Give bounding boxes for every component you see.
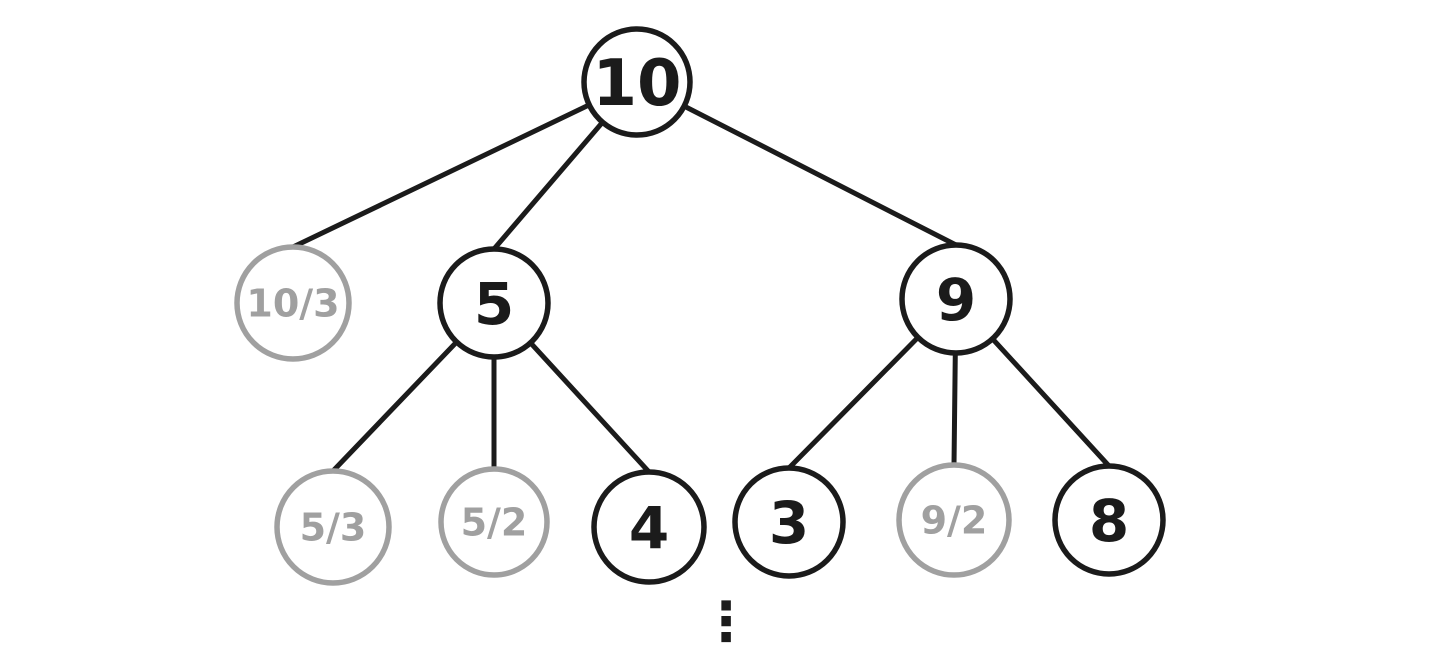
tree-node-5: 5 xyxy=(437,246,551,360)
node-circle-5-3 xyxy=(274,468,392,586)
edge-5-to-4 xyxy=(528,340,652,475)
tree-node-9: 9 xyxy=(899,242,1013,356)
node-circle-4 xyxy=(591,469,707,585)
tree-node-3: 3 xyxy=(732,465,846,579)
tree-node-8: 8 xyxy=(1052,463,1166,577)
node-label-5: 5 xyxy=(474,270,514,338)
edge-9-to-3 xyxy=(786,334,921,471)
node-label-9: 9 xyxy=(936,266,976,334)
edge-10-to-5 xyxy=(491,119,605,252)
edge-9-to-9-2 xyxy=(951,350,958,468)
node-label-10-3: 10/3 xyxy=(246,282,339,326)
node-label-9-2: 9/2 xyxy=(921,499,988,543)
node-label-5-2: 5/2 xyxy=(461,501,528,545)
continuation-ellipsis: ⋮ xyxy=(699,590,753,653)
tree-node-10: 10 xyxy=(581,26,693,138)
node-circle-10-3 xyxy=(234,244,352,362)
tree-node-9-2: 9/2 xyxy=(896,462,1012,578)
nodes-layer: 10 10/3 5 9 5/3 5/2 4 3 9/2 8 xyxy=(234,26,1166,586)
edge-10-to-9 xyxy=(681,103,959,248)
node-label-3: 3 xyxy=(769,489,809,557)
tree-node-10-3: 10/3 xyxy=(234,244,352,362)
node-circle-3 xyxy=(732,465,846,579)
node-circle-10 xyxy=(581,26,693,138)
node-circle-9-2 xyxy=(896,462,1012,578)
edges-layer xyxy=(290,102,1112,475)
tree-node-5-3: 5/3 xyxy=(274,468,392,586)
tree-node-4: 4 xyxy=(591,469,707,585)
edge-10-to-10-3 xyxy=(290,102,592,250)
tree-node-5-2: 5/2 xyxy=(438,466,550,578)
node-label-4: 4 xyxy=(629,494,669,562)
node-label-5-3: 5/3 xyxy=(300,506,367,550)
node-label-8: 8 xyxy=(1089,487,1129,555)
node-circle-9 xyxy=(899,242,1013,356)
node-circle-5 xyxy=(437,246,551,360)
edge-5-to-5-3 xyxy=(330,339,460,474)
node-circle-5-2 xyxy=(438,466,550,578)
edge-9-to-8 xyxy=(990,336,1112,469)
node-label-10: 10 xyxy=(592,47,681,121)
node-circle-8 xyxy=(1052,463,1166,577)
